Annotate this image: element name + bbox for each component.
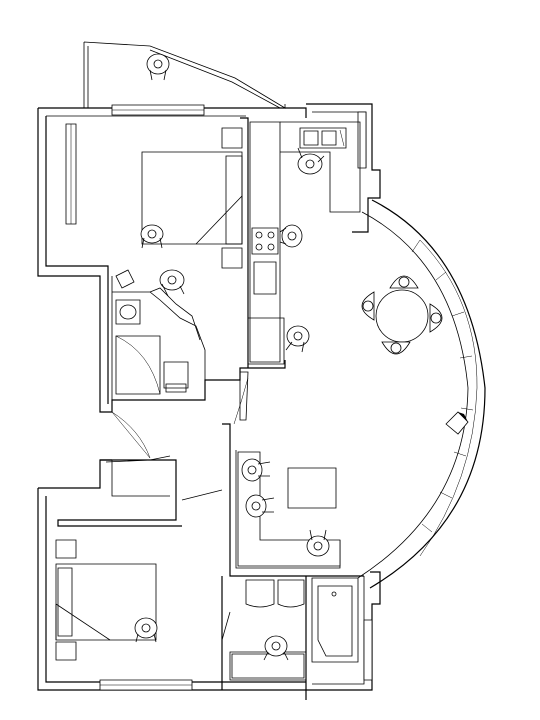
living-area [238, 452, 340, 566]
person [160, 270, 184, 296]
double-sink [300, 128, 346, 148]
nightstand [222, 248, 242, 268]
shower-tray [116, 336, 160, 394]
cooktop [252, 228, 278, 254]
person [307, 530, 329, 556]
person [147, 54, 169, 80]
round-table [376, 290, 428, 342]
lamp [116, 270, 134, 288]
person [246, 495, 274, 517]
interior-walls [58, 118, 364, 690]
person [135, 618, 157, 642]
bay-wall-inner [358, 212, 468, 578]
nightstand [56, 642, 76, 660]
balcony-outline [84, 42, 285, 108]
bathroom-2 [232, 578, 358, 678]
nightstand [56, 540, 76, 558]
kitchen [248, 122, 360, 364]
bathroom-1 [116, 270, 188, 394]
bedroom-2 [56, 540, 157, 660]
door-swing-hall [112, 412, 150, 458]
person [141, 225, 163, 248]
nightstand [222, 128, 242, 148]
sink [116, 300, 140, 324]
person [280, 225, 302, 247]
chair [430, 304, 442, 332]
chair [382, 342, 410, 354]
person [286, 326, 309, 352]
toilet [164, 362, 188, 392]
bathtub [312, 578, 358, 662]
window-lower-right [364, 620, 372, 680]
lower-wall [38, 488, 306, 690]
coffee-table [288, 468, 336, 508]
dining-area [362, 276, 468, 434]
armchair [278, 580, 304, 607]
bay-wall-outer [370, 200, 485, 588]
outer-walls [38, 42, 485, 700]
person [242, 459, 270, 481]
bedroom-1 [141, 128, 242, 268]
person [298, 148, 324, 174]
lamp [446, 412, 468, 434]
chair [390, 276, 418, 288]
person [264, 636, 288, 660]
armchair [246, 580, 274, 607]
chair [362, 292, 374, 320]
window-top-right [358, 112, 366, 168]
vanity [232, 654, 304, 678]
